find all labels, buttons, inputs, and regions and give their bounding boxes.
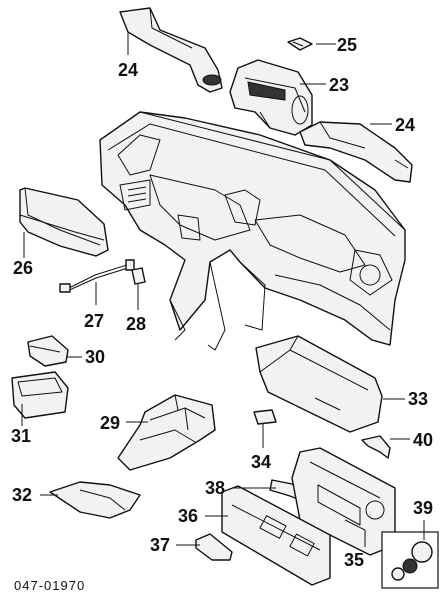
callout-29: 29 xyxy=(100,413,120,433)
callout-33: 33 xyxy=(408,389,428,409)
callout-24a: 24 xyxy=(118,60,138,80)
callout-30: 30 xyxy=(85,347,105,367)
callout-31: 31 xyxy=(11,426,31,446)
part-37-switch xyxy=(195,533,233,561)
part-33-glove-box xyxy=(255,335,383,433)
part-31-pocket xyxy=(11,371,69,419)
callout-labels: 24 25 23 24 26 27 28 30 31 29 33 34 40 3… xyxy=(11,35,433,570)
callout-23: 23 xyxy=(329,75,349,95)
callout-27: 27 xyxy=(84,311,104,331)
part-26-meter-hood xyxy=(19,187,109,257)
part-32-cover xyxy=(49,481,141,519)
callout-24b: 24 xyxy=(395,115,415,135)
leader-lines xyxy=(21,32,425,547)
callout-35: 35 xyxy=(344,550,364,570)
callout-37: 37 xyxy=(150,535,170,555)
callout-32: 32 xyxy=(12,485,32,505)
part-24-upper-duct xyxy=(119,7,223,93)
part-36-lower-panel xyxy=(221,485,331,586)
part-28-connector xyxy=(131,267,146,285)
dashboard-panel xyxy=(99,111,406,351)
part-27-cable xyxy=(59,259,135,293)
part-25-clip xyxy=(287,37,313,51)
part-29-console-bracket xyxy=(117,394,216,471)
diagram-code: 047-01970 xyxy=(14,578,85,593)
part-39-fastener xyxy=(381,531,439,589)
callout-38: 38 xyxy=(205,478,225,498)
callout-26: 26 xyxy=(13,258,33,278)
callout-34: 34 xyxy=(251,452,271,472)
part-34-plate xyxy=(253,409,277,425)
callout-25: 25 xyxy=(337,35,357,55)
callout-28: 28 xyxy=(126,314,146,334)
part-23-blower-unit xyxy=(229,59,313,136)
part-40-trim xyxy=(361,435,391,459)
callout-36: 36 xyxy=(178,506,198,526)
part-24-right-duct xyxy=(299,121,413,183)
part-30-bracket xyxy=(27,335,69,367)
callout-40: 40 xyxy=(413,430,433,450)
callout-39: 39 xyxy=(413,498,433,518)
